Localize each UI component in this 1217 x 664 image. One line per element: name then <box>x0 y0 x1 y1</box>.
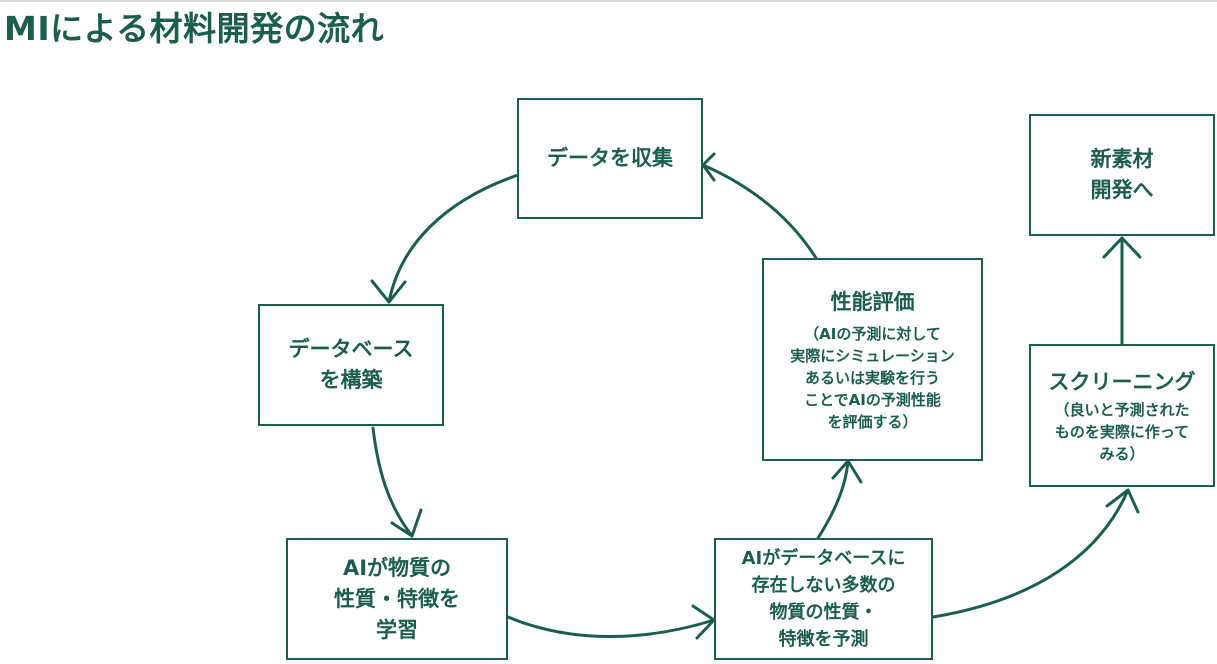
arrow-database-to-learn <box>371 426 414 538</box>
node-label: ことでAIの予測性能 <box>804 390 941 409</box>
node-label: ものを実際に作って <box>1054 422 1190 441</box>
node-collect-data: データを収集 <box>517 98 703 219</box>
arrow-collect-to-database <box>387 173 520 304</box>
node-new-material: 新素材 開発へ <box>1029 114 1215 236</box>
node-screening: スクリーニング （良いと予測された ものを実際に作って みる） <box>1029 344 1215 487</box>
node-label: 特徴を予測 <box>778 629 869 650</box>
arrowhead-evaluate <box>831 459 863 484</box>
node-label: みる） <box>1099 444 1145 463</box>
node-label: 性質・特徴を <box>334 586 460 611</box>
node-label: あるいは実験を行う <box>804 368 940 387</box>
top-rule <box>0 0 1217 2</box>
node-label: 実際にシミュレーション <box>790 346 955 365</box>
node-heading: スクリーニング <box>1048 369 1196 394</box>
node-label: を構築 <box>319 368 383 392</box>
page-title: MIによる材料開発の流れ <box>4 9 385 48</box>
arrow-predict-to-evaluate <box>816 459 850 540</box>
node-label: データを収集 <box>547 146 673 170</box>
arrow-evaluate-to-collect <box>701 163 818 260</box>
node-label: 物質の性質・ <box>769 602 878 623</box>
node-build-database: データベース を構築 <box>258 304 444 426</box>
node-label: 学習 <box>376 617 418 642</box>
node-ai-prediction: AIがデータベースに 存在しない多数の 物質の性質・ 特徴を予測 <box>714 538 933 660</box>
arrowhead-screening <box>1105 488 1140 514</box>
arrow-learn-to-predict <box>506 615 716 638</box>
node-heading: 性能評価 <box>830 289 915 314</box>
node-label: を評価する） <box>827 412 918 431</box>
node-label: （AIの予測に対して <box>804 324 941 343</box>
node-performance-evaluation: 性能評価 （AIの予測に対して 実際にシミュレーション あるいは実験を行う こと… <box>762 258 983 461</box>
node-label: （良いと予測された <box>1054 400 1190 419</box>
arrowhead-database <box>370 279 407 304</box>
arrowhead-learn <box>390 508 423 538</box>
node-label: データベース <box>288 337 414 361</box>
arrow-predict-to-screening <box>931 488 1130 619</box>
arrowhead-new-material <box>1102 236 1142 259</box>
node-label: 開発へ <box>1090 178 1154 202</box>
arrowhead-collect <box>701 152 716 182</box>
node-label: AIがデータベースに <box>741 548 906 569</box>
node-label: AIが物質の <box>342 555 452 580</box>
node-label: 存在しない多数の <box>751 575 896 596</box>
node-ai-learning: AIが物質の 性質・特徴を 学習 <box>286 538 508 660</box>
node-label: 新素材 <box>1090 147 1154 171</box>
